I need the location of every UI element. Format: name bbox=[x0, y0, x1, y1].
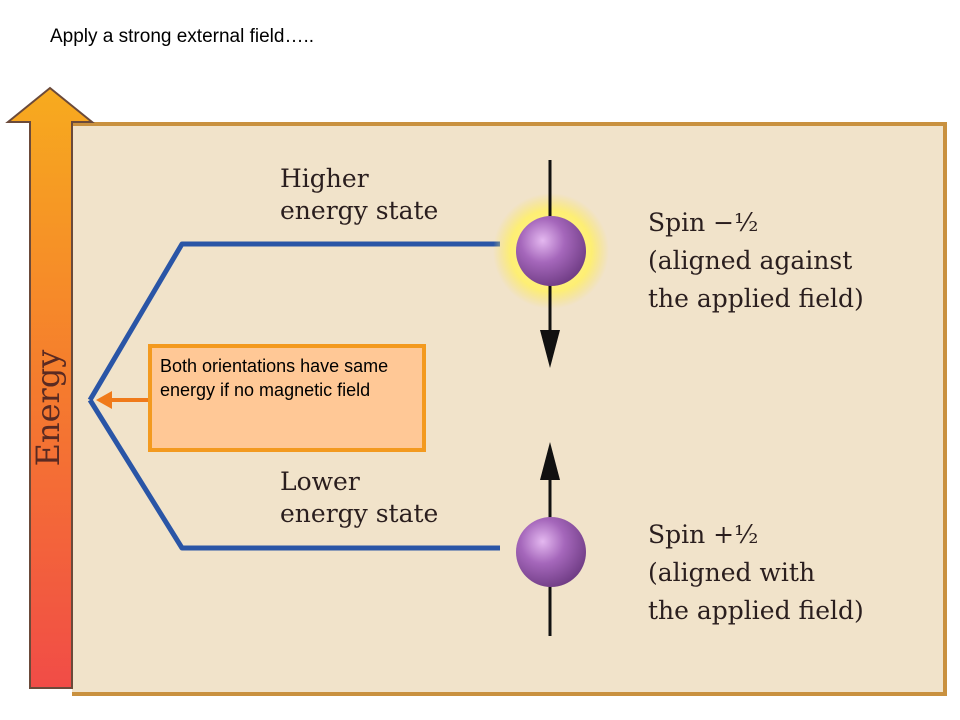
lower-state-label: Lower energy state bbox=[280, 466, 438, 530]
spin-minus-particle bbox=[516, 216, 586, 286]
energy-axis-arrow bbox=[5, 86, 95, 689]
spin-plus-line2: (aligned with bbox=[648, 558, 816, 587]
higher-state-label: Higher energy state bbox=[280, 163, 438, 227]
spin-minus-line3: the applied field) bbox=[648, 284, 864, 313]
lower-state-line2: energy state bbox=[280, 499, 439, 528]
lower-energy-level-line bbox=[87, 398, 500, 551]
spin-plus-particle bbox=[516, 517, 586, 587]
spin-minus-line1: Spin −¹⁄₂ bbox=[648, 208, 759, 237]
higher-energy-level-line bbox=[87, 241, 500, 402]
spin-plus-line1: Spin +¹⁄₂ bbox=[648, 520, 759, 549]
higher-state-line2: energy state bbox=[280, 196, 439, 225]
higher-state-line1: Higher bbox=[280, 164, 369, 193]
no-field-callout: Both orientations have same energy if no… bbox=[148, 344, 426, 452]
spin-minus-line2: (aligned against bbox=[648, 246, 853, 275]
spin-up-arrowhead bbox=[540, 442, 560, 480]
spin-plus-label: Spin +¹⁄₂ (aligned with the applied fiel… bbox=[648, 516, 864, 630]
spin-down-arrowhead bbox=[540, 330, 560, 368]
page-title: Apply a strong external field….. bbox=[50, 26, 315, 47]
lower-state-line1: Lower bbox=[280, 467, 360, 496]
spin-minus-label: Spin −¹⁄₂ (aligned against the applied f… bbox=[648, 204, 864, 318]
spin-plus-line3: the applied field) bbox=[648, 596, 864, 625]
callout-arrowhead bbox=[96, 391, 112, 409]
